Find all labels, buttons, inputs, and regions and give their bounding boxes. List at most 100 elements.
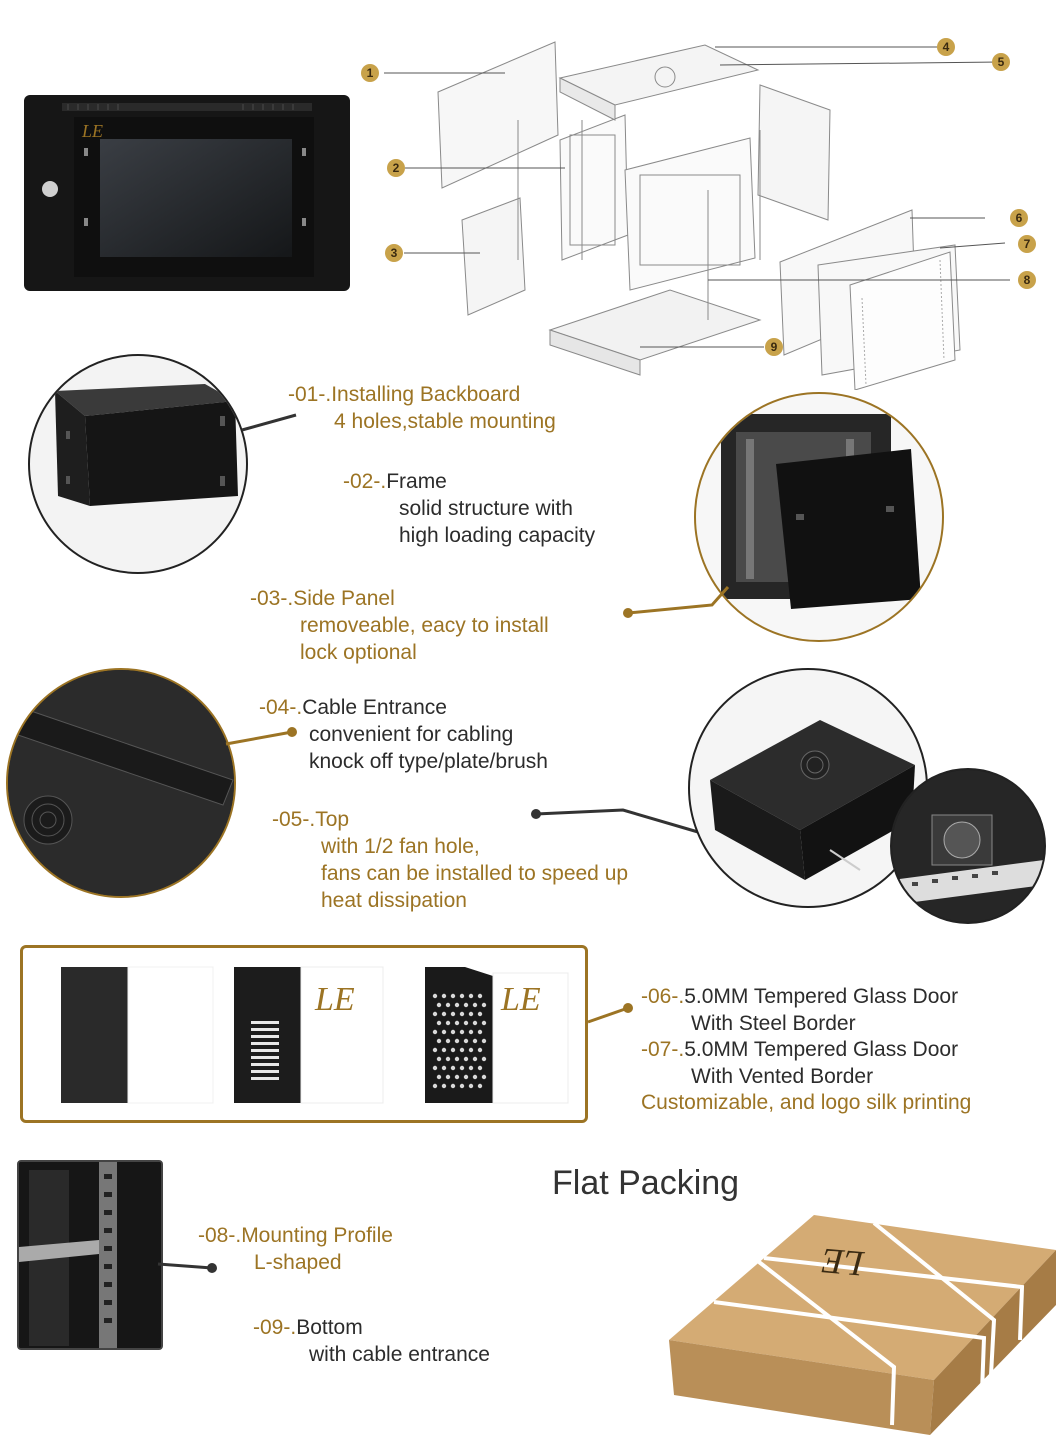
callout-5: 5 — [998, 55, 1005, 69]
vent-dot — [454, 1038, 460, 1044]
vent-dot — [432, 1029, 438, 1035]
vent-dot — [459, 1029, 465, 1035]
vent-dot — [468, 1029, 474, 1035]
carton-photo: LE — [664, 1210, 1060, 1436]
vent-dot — [436, 1056, 442, 1062]
packing-title: Flat Packing — [552, 1164, 740, 1202]
feature-08-num: -08-. — [198, 1224, 242, 1247]
vent-dot — [472, 1020, 478, 1026]
cabinet-logo: LE — [81, 121, 103, 141]
feature-07-num: -07-. — [641, 1038, 685, 1061]
vent-dot — [441, 1065, 447, 1071]
vent-dot — [454, 1074, 460, 1080]
vent-dot — [477, 1011, 483, 1017]
vent-dot — [445, 1074, 451, 1080]
feature-02-num: -02-. — [343, 470, 387, 493]
vent-dot — [459, 1011, 465, 1017]
feature-09-line-1: with cable entrance — [309, 1343, 490, 1366]
feature-07: -07-.5.0MM Tempered Glass Door With Vent… — [641, 1036, 958, 1090]
vent-dot — [450, 1083, 456, 1089]
vent-dot — [477, 1029, 483, 1035]
feature-03-title: Side Panel — [293, 587, 395, 610]
feature-09-num: -09-. — [253, 1316, 297, 1339]
feature-05-line-3: heat dissipation — [321, 889, 467, 912]
leader-03 — [623, 586, 730, 618]
vent-dot — [454, 1020, 460, 1026]
callout-7: 7 — [1024, 237, 1031, 251]
vent-dot — [468, 1083, 474, 1089]
cabinet-front-photo: LE — [22, 93, 352, 293]
vent-dot — [481, 1020, 487, 1026]
callout-2: 2 — [393, 161, 400, 175]
vent-dot — [477, 993, 483, 999]
feature-06-line-1: With Steel Border — [691, 1012, 856, 1035]
vent-dot — [463, 1020, 469, 1026]
feature-05-line-2: fans can be installed to speed up — [321, 862, 629, 885]
vent-dot — [441, 1083, 447, 1089]
feature-05-num: -05-. — [272, 808, 316, 831]
callout-1: 1 — [367, 66, 374, 80]
vent-dot — [432, 1083, 438, 1089]
vent-dot — [432, 1047, 438, 1053]
callout-8: 8 — [1024, 273, 1031, 287]
vent-dot — [468, 1011, 474, 1017]
vent-dot — [441, 1011, 447, 1017]
vent-dot — [441, 993, 447, 999]
door-logo-2: LE — [314, 981, 355, 1018]
feature-08-line-1: L-shaped — [254, 1251, 342, 1274]
feature-04-title: Cable Entrance — [302, 696, 447, 719]
vent-dot — [450, 1047, 456, 1053]
vent-dot — [450, 993, 456, 999]
vent-dot — [445, 1038, 451, 1044]
vent-dot — [477, 1047, 483, 1053]
vent-dot — [450, 1029, 456, 1035]
feature-08: -08-.Mounting Profile L-shaped — [198, 1222, 393, 1276]
vent-dot — [481, 1074, 487, 1080]
vent-dot — [445, 1056, 451, 1062]
feature-06: -06-.5.0MM Tempered Glass Door With Stee… — [641, 983, 958, 1037]
feature-01: -01-.Installing Backboard 4 holes,stable… — [288, 381, 556, 435]
vent-dot — [472, 1002, 478, 1008]
vent-dot — [436, 1020, 442, 1026]
vent-dot — [463, 1038, 469, 1044]
feature-03-num: -03-. — [250, 587, 294, 610]
customize-note: Customizable, and logo silk printing — [641, 1091, 972, 1114]
feature-06-num: -06-. — [641, 985, 685, 1008]
vent-dot — [445, 1020, 451, 1026]
callout-markers: 1 2 3 4 5 6 7 8 9 — [361, 38, 1036, 356]
callout-4: 4 — [943, 40, 950, 54]
vent-dot — [468, 1047, 474, 1053]
vent-dot — [454, 1002, 460, 1008]
fan-detail-photo — [890, 768, 1046, 924]
vent-dot — [477, 1083, 483, 1089]
vent-dot — [459, 1083, 465, 1089]
mounting-profile-photo — [17, 1160, 163, 1350]
vent-dot — [459, 1047, 465, 1053]
leader-05 — [531, 808, 699, 834]
callout-6: 6 — [1016, 211, 1023, 225]
feature-03-line-2: lock optional — [300, 641, 417, 664]
vent-dot — [472, 1038, 478, 1044]
feature-09-title: Bottom — [296, 1316, 363, 1339]
vent-dot — [477, 1065, 483, 1071]
feature-04-line-1: convenient for cabling — [309, 723, 514, 746]
feature-05-title: Top — [315, 808, 350, 831]
vent-dot — [481, 1002, 487, 1008]
feature-04: -04-.Cable Entrance convenient for cabli… — [259, 694, 548, 775]
vent-dot — [441, 1029, 447, 1035]
vent-dot — [463, 1056, 469, 1062]
leader-06 — [587, 1003, 633, 1024]
feature-08-title: Mounting Profile — [241, 1224, 393, 1247]
exploded-diagram: 1 2 3 4 5 6 7 8 9 — [350, 30, 1060, 391]
feature-02-line-2: high loading capacity — [399, 524, 596, 547]
feature-03: -03-.Side Panel removeable, eacy to inst… — [250, 585, 549, 666]
vent-dot — [441, 1047, 447, 1053]
door-logo-3: LE — [500, 981, 541, 1018]
feature-04-line-2: knock off type/plate/brush — [309, 750, 548, 773]
feature-02: -02-.Frame solid structure with high loa… — [343, 468, 595, 549]
feature-01-num: -01-. — [288, 383, 332, 406]
feature-02-title: Frame — [386, 470, 447, 493]
vent-dot — [463, 1074, 469, 1080]
side-panel-photo — [694, 392, 944, 642]
cable-entrance-photo — [6, 668, 236, 898]
